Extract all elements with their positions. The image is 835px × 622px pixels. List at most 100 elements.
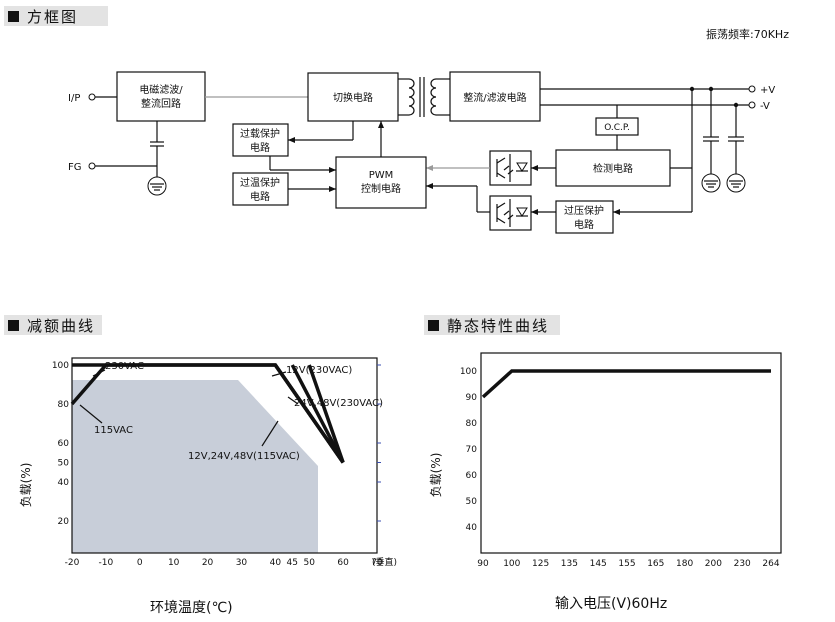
derating-title: 减额曲线 — [27, 316, 96, 335]
derating-x-tick: 50 — [303, 558, 315, 568]
emi-filter-box — [116, 71, 206, 122]
square-bullet-icon — [8, 319, 19, 331]
derating-series-4 — [273, 364, 345, 464]
switching-circuit-label: 切换电路 — [333, 91, 373, 104]
square-bullet-icon — [8, 10, 19, 22]
detection-circuit-box — [555, 149, 671, 187]
olp-box — [232, 123, 289, 157]
vpos-terminal — [748, 85, 756, 93]
static-y-tick: 50 — [466, 497, 478, 507]
ovp-label-2: 电路 — [574, 218, 594, 231]
static-y-tick: 60 — [466, 471, 478, 481]
derating-x-tick: 45 — [287, 558, 298, 568]
otp-label-2: 电路 — [250, 190, 270, 203]
emi-filter-label-2: 整流回路 — [141, 97, 181, 110]
derating-title-bar: 减额曲线 — [4, 315, 102, 335]
otp-label-1: 过温保护 — [240, 176, 280, 189]
derating-x-tick: 30 — [236, 558, 248, 568]
emi-filter-label-1: 电磁滤波/ — [139, 83, 183, 96]
derating-xlabel: 环境温度(℃) — [150, 600, 233, 616]
vneg-terminal — [748, 101, 756, 109]
vneg-label: -V — [760, 101, 770, 112]
derating-x-tick: 10 — [168, 558, 180, 568]
derating-annotations: 230VAC 115VAC 12V(230VAC) 24V,48V(230VAC… — [79, 361, 383, 462]
ovp-label-1: 过压保护 — [564, 204, 604, 217]
derating-x-tick: 70 — [371, 558, 383, 568]
derating-x-tick: -10 — [99, 558, 114, 568]
switching-circuit-box — [307, 72, 399, 122]
block-diagram: I/P 电磁滤波/ 整流回路 FG 切换电路 整流/滤波电路 +V -V — [68, 71, 775, 234]
derating-plot-frame — [71, 357, 378, 554]
static-x-tick: 100 — [503, 559, 520, 569]
ocp-label: O.C.P. — [604, 123, 630, 133]
derating-y-tick: 60 — [58, 439, 70, 449]
static-chart: 100 90 80 70 60 50 40 90 100 125 135 145 155 165 180 2… — [429, 352, 782, 569]
derating-y-tick: 50 — [58, 459, 70, 469]
block-diagram-title-bar: 方框图 — [4, 6, 108, 26]
transformer-icon — [398, 77, 450, 117]
static-x-tick: 135 — [561, 559, 578, 569]
derating-series-2 — [307, 364, 345, 464]
static-y-tick: 40 — [466, 523, 478, 533]
otp-box — [232, 172, 289, 206]
static-x-tick: 145 — [590, 559, 607, 569]
derating-safe-area — [72, 380, 318, 553]
static-ylabel: 负载(%) — [429, 453, 443, 498]
earth-ground-icon — [147, 176, 167, 196]
static-x-tick: 180 — [676, 559, 693, 569]
optocoupler-icon — [489, 150, 532, 186]
static-x-tick: 90 — [477, 559, 489, 569]
static-y-tick: 70 — [466, 445, 478, 455]
rectifier-filter-label: 整流/滤波电路 — [463, 91, 526, 104]
derating-y-tick: 40 — [58, 478, 70, 488]
static-series-0 — [481, 369, 771, 399]
derating-ann-24v48v-230: 24V,48V(230VAC) — [294, 398, 383, 409]
square-bullet-icon — [428, 319, 439, 331]
derating-x-tick: 20 — [202, 558, 214, 568]
static-plot-frame — [480, 352, 782, 554]
static-x-tick: 165 — [647, 559, 664, 569]
static-x-tick: 155 — [618, 559, 635, 569]
derating-ann-12v-230: 12V(230VAC) — [286, 365, 352, 376]
fg-terminal — [88, 162, 96, 170]
derating-y-tick: 80 — [58, 400, 70, 410]
fg-label: FG — [68, 162, 82, 173]
static-x-tick: 264 — [762, 559, 779, 569]
ip-terminal — [88, 93, 96, 101]
static-y-tick: 90 — [466, 393, 478, 403]
static-title-bar: 静态特性曲线 — [424, 315, 560, 335]
vpos-label: +V — [760, 85, 775, 96]
ovp-box — [555, 200, 614, 234]
rectifier-filter-box — [449, 71, 541, 122]
static-x-tick: 230 — [734, 559, 751, 569]
block-diagram-title: 方框图 — [27, 7, 79, 26]
derating-x-tick: 40 — [270, 558, 282, 568]
optocoupler-icon — [489, 195, 532, 231]
static-y-tick: 100 — [460, 367, 477, 377]
ip-label: I/P — [68, 93, 80, 104]
derating-x-tick: 60 — [337, 558, 349, 568]
derating-ann-230vac: 230VAC — [105, 361, 144, 372]
derating-x-unit: (垂直) — [372, 556, 397, 568]
static-y-tick: 80 — [466, 419, 478, 429]
derating-ylabel: 负载(%) — [19, 463, 33, 508]
static-x-tick: 125 — [532, 559, 549, 569]
derating-ann-115vac: 115VAC — [94, 425, 133, 436]
derating-x-tick: -20 — [65, 558, 80, 568]
frequency-note: 振荡频率:70KHz — [706, 28, 789, 41]
derating-y-tick: 20 — [58, 517, 70, 527]
pwm-label-2: 控制电路 — [361, 182, 401, 195]
ground-icon — [726, 173, 746, 193]
derating-ann-115-all: 12V,24V,48V(115VAC) — [188, 451, 300, 462]
static-title: 静态特性曲线 — [447, 316, 550, 335]
olp-label-1: 过载保护 — [240, 127, 280, 140]
derating-y-tick: 100 — [52, 361, 69, 371]
pwm-control-box — [335, 156, 427, 209]
static-x-tick: 200 — [705, 559, 722, 569]
derating-x-tick: 0 — [137, 558, 143, 568]
pwm-label-1: PWM — [369, 170, 394, 181]
olp-label-2: 电路 — [250, 141, 270, 154]
static-xlabel: 输入电压(V)60Hz — [555, 596, 668, 612]
detection-circuit-label: 检测电路 — [593, 162, 633, 175]
derating-series-3 — [290, 364, 345, 464]
